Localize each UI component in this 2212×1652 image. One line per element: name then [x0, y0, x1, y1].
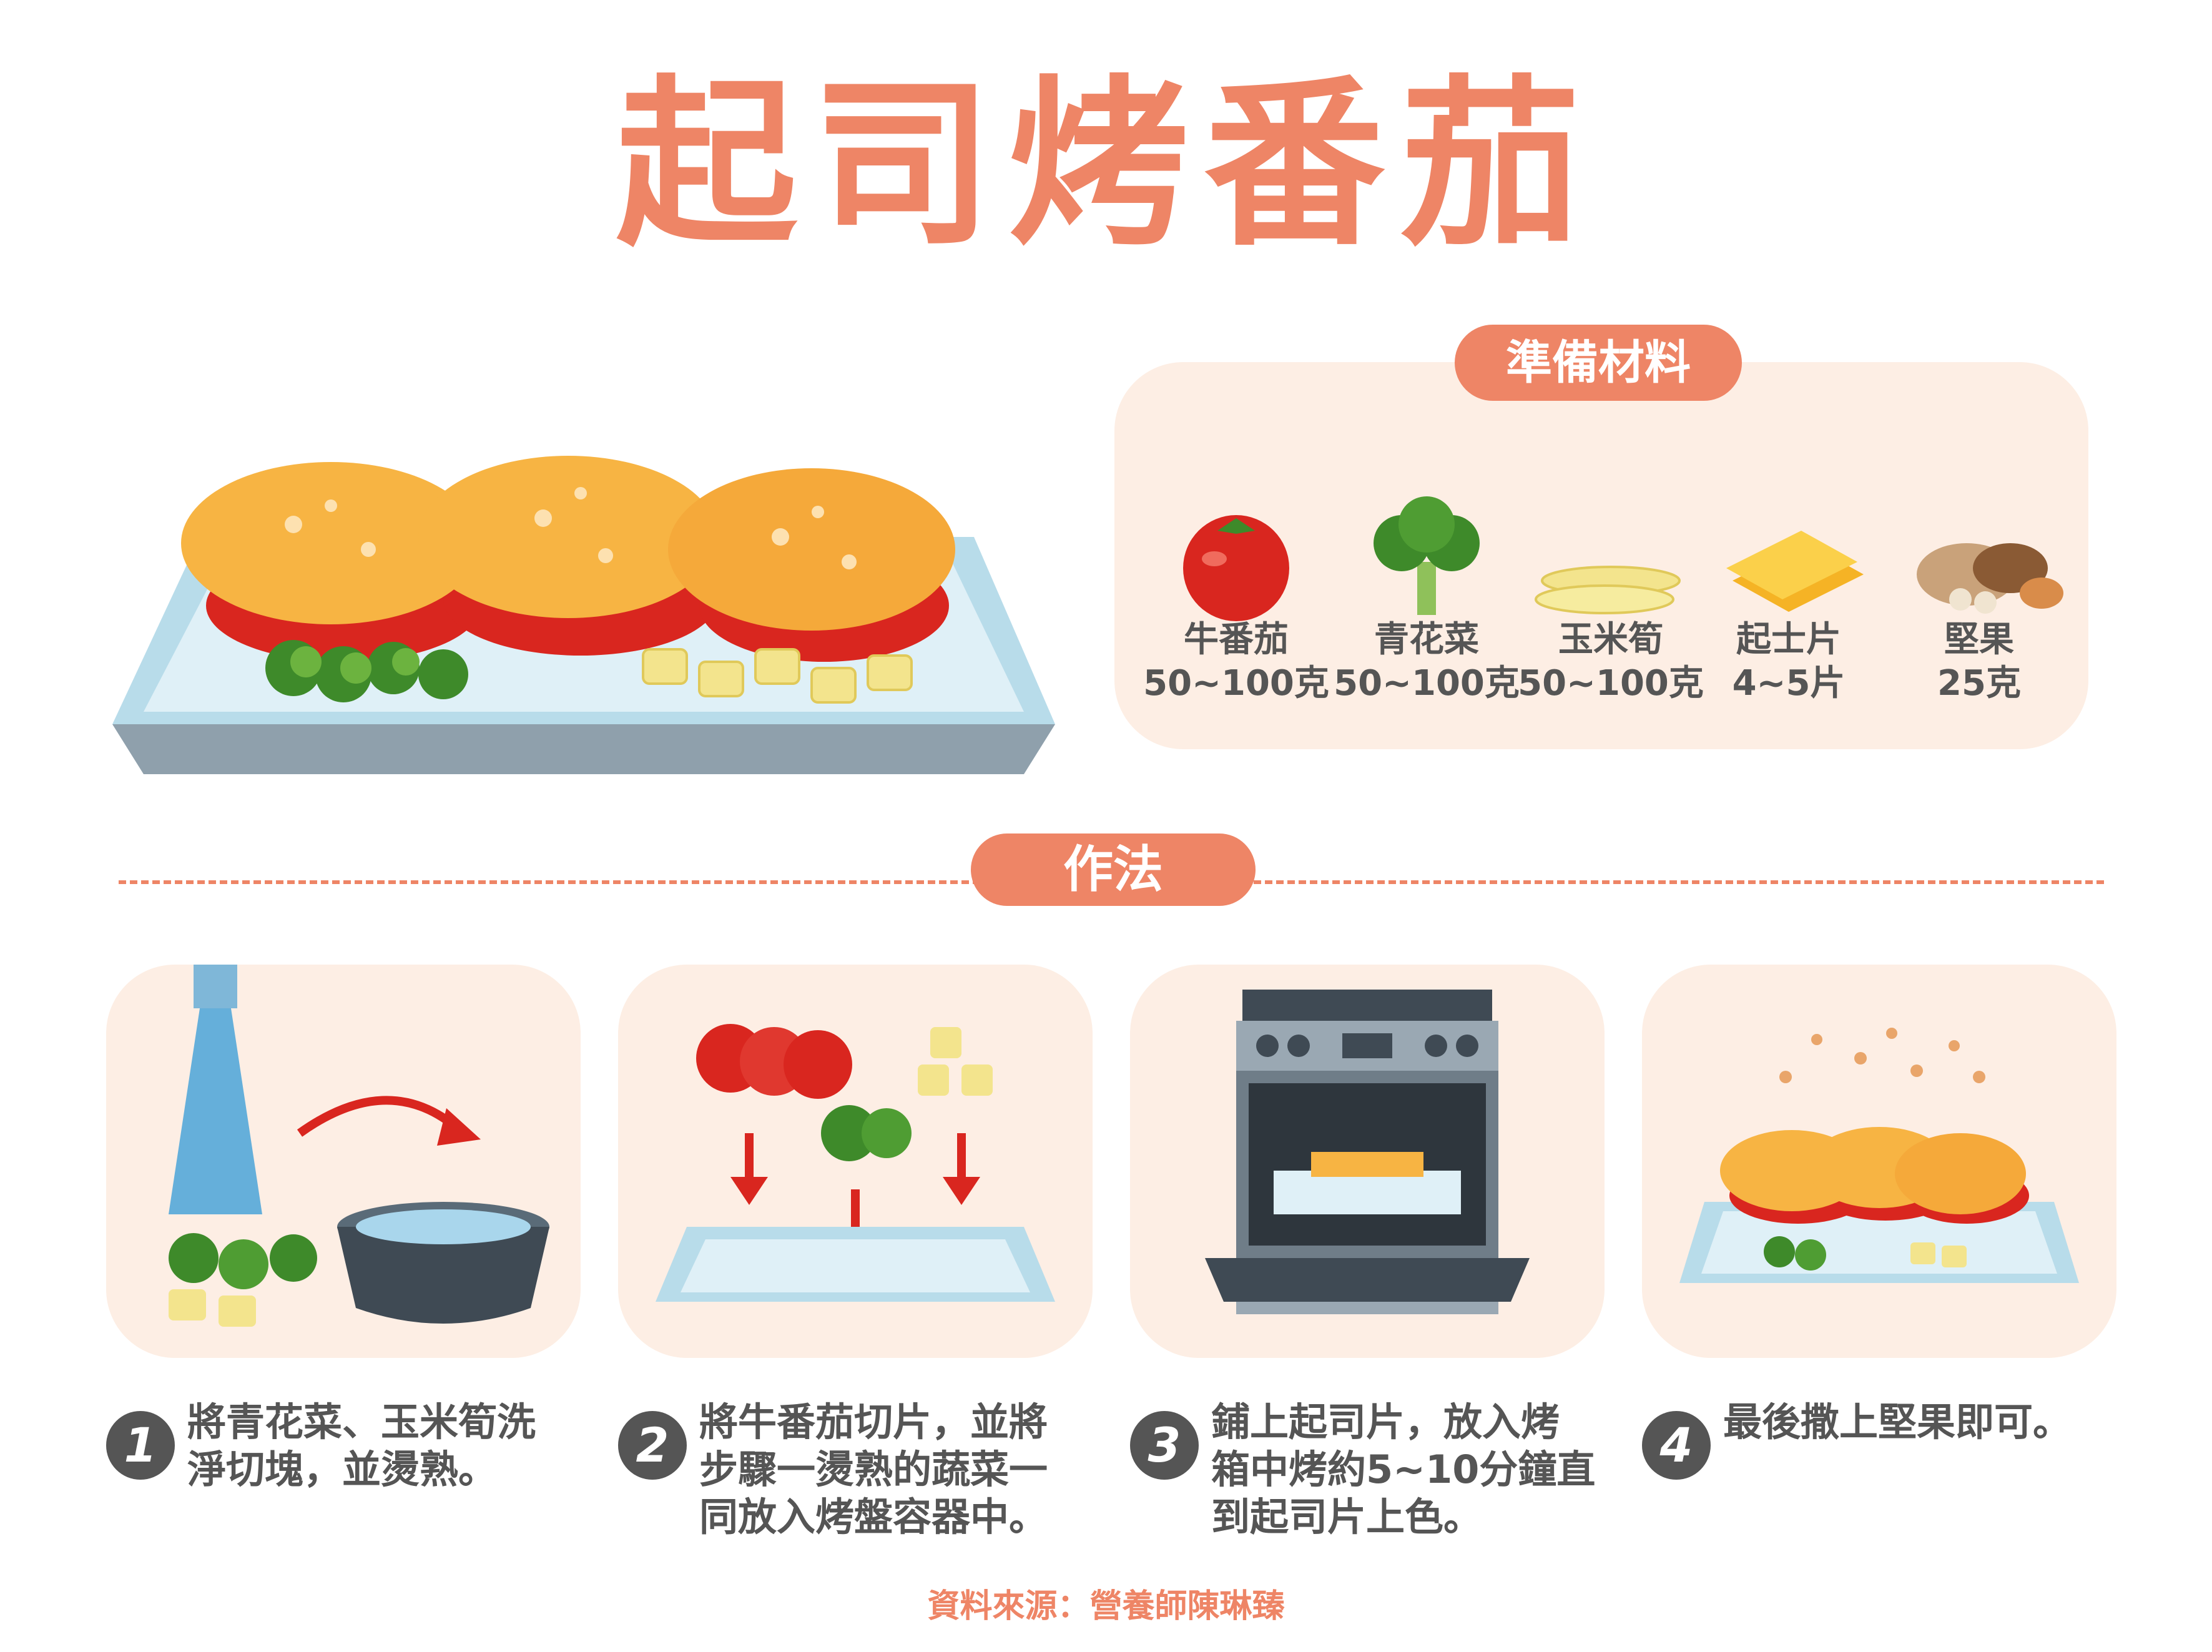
step-2-text: 將牛番茄切片，並將 步驟一燙熟的蔬菜一 同放入烤盤容器中。 [699, 1399, 1048, 1540]
step-1-number: 1 [106, 1411, 175, 1480]
step-1-text: 將青花菜、玉米筍洗 淨切塊，並燙熟。 [187, 1399, 536, 1492]
wash-and-boil-illustration [169, 965, 549, 1327]
step-4-number: 4 [1642, 1411, 1711, 1480]
ingredients-heading: 準備材料 [1455, 325, 1742, 401]
ingredient-name: 起士片 [1736, 619, 1841, 660]
step-2-number: 2 [618, 1411, 687, 1480]
ingredient-name: 青花菜 [1374, 619, 1479, 660]
ingredient-amount: 50~100克 [1334, 663, 1520, 704]
ingredient-broccoli: 青花菜 50~100克 [1333, 618, 1520, 706]
step-3-number: 3 [1130, 1411, 1199, 1480]
ingredient-nuts: 堅果 25克 [1885, 618, 2073, 706]
step-4-card [1642, 965, 2116, 1358]
ingredient-amount: 50~100克 [1518, 663, 1704, 704]
tomato-icon [1183, 515, 1289, 621]
hero-dish-illustration [112, 456, 1055, 774]
nuts-icon [1917, 543, 2063, 614]
step-3-card [1130, 965, 1605, 1358]
ingredient-amount: 50~100克 [1143, 663, 1329, 704]
ingredient-amount: 4~5片 [1732, 663, 1846, 704]
step-2-card [618, 965, 1093, 1358]
ingredient-baby-corn: 玉米筍 50~100克 [1517, 618, 1704, 706]
ingredient-tomato: 牛番茄 50~100克 [1143, 618, 1330, 706]
sprinkle-nuts-illustration [1679, 1028, 2079, 1283]
ingredient-name: 玉米筍 [1558, 619, 1663, 660]
broccoli-icon [1374, 496, 1480, 615]
ingredient-cheese: 起士片 4~5片 [1695, 618, 1882, 706]
cheese-slice-icon [1726, 531, 1864, 612]
ingredient-amount: 25克 [1937, 663, 2021, 704]
page-title: 起司烤番茄 [616, 60, 1596, 270]
ingredient-name: 牛番茄 [1184, 619, 1289, 660]
baby-corn-icon [1535, 566, 1681, 614]
slice-and-arrange-illustration [656, 1024, 1055, 1302]
step-1-card [106, 965, 581, 1358]
ingredient-name: 堅果 [1944, 619, 2014, 660]
source-credit: 資料來源：營養師陳琳臻 [927, 1588, 1285, 1625]
step-3-text: 鋪上起司片，放入烤 箱中烤約5~10分鐘直 到起司片上色。 [1211, 1399, 1596, 1540]
method-heading: 作法 [971, 833, 1256, 906]
oven-illustration [1205, 990, 1530, 1314]
step-4-text: 最後撒上堅果即可。 [1723, 1399, 2072, 1445]
